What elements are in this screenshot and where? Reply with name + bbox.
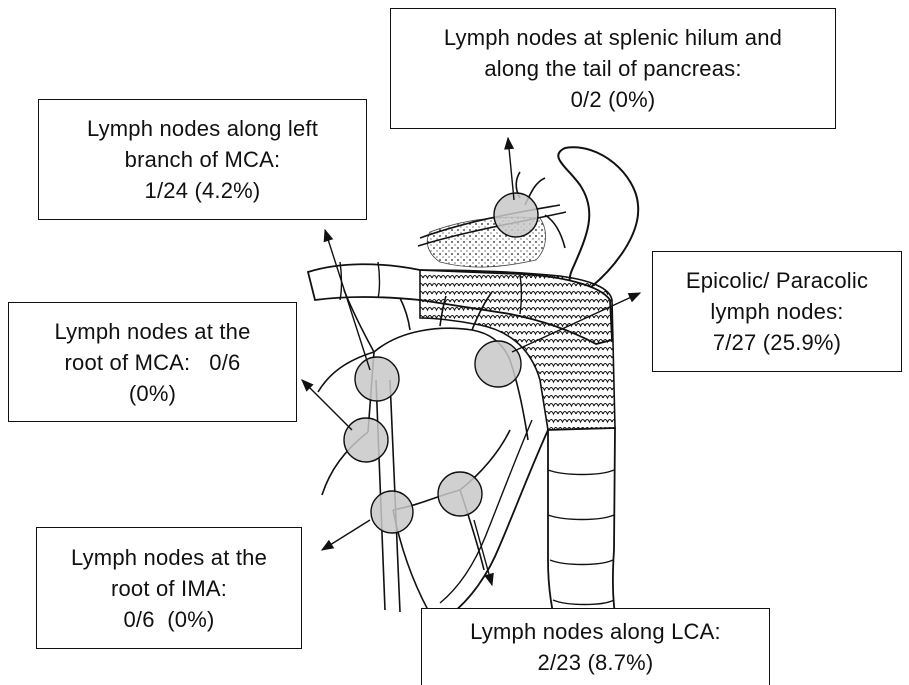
label-value: 0/6 (0%) [123,604,214,635]
label-splenic-hilum: Lymph nodes at splenic hilum and along t… [390,8,836,129]
label-root-ima: Lymph nodes at the root of IMA: 0/6 (0%) [36,527,302,649]
label-value: (0%) [129,378,176,409]
label-line: root of MCA: 0/6 [64,347,240,378]
label-line: Lymph nodes at splenic hilum and [444,22,782,53]
arrow-splenic [508,138,514,200]
arrow-lca [474,520,492,585]
label-line: branch of MCA: [125,144,281,175]
arrow-left-branch [325,230,370,370]
node-root-mca [344,418,388,462]
label-value: 1/24 (4.2%) [145,175,261,206]
sigmoid-colon [450,430,548,615]
arrow-root-mca [302,380,352,430]
arrow-root-ima [322,520,370,550]
node-root-ima [371,491,413,533]
label-lca: Lymph nodes along LCA: 2/23 (8.7%) [421,608,770,685]
label-value: 0/2 (0%) [571,84,656,115]
label-line: Lymph nodes along left [87,113,318,144]
label-left-branch-mca: Lymph nodes along left branch of MCA: 1/… [38,99,367,220]
node-splenic-hilum [494,193,538,237]
label-value: 7/27 (25.9%) [713,327,841,358]
label-epicolic-paracolic: Epicolic/ Paracolic lymph nodes: 7/27 (2… [652,251,902,372]
label-line: root of IMA: [111,573,227,604]
label-value: 2/23 (8.7%) [538,647,654,678]
label-line: along the tail of pancreas: [484,53,741,84]
node-left-branch-mca [355,357,399,401]
label-line: Lymph nodes at the [71,542,267,573]
label-line: Lymph nodes at the [54,316,250,347]
label-root-mca: Lymph nodes at the root of MCA: 0/6 (0%) [8,302,297,422]
label-line: Epicolic/ Paracolic [686,265,868,296]
label-line: lymph nodes: [710,296,843,327]
label-line: Lymph nodes along LCA: [470,616,721,647]
spleen-shape [558,147,638,291]
node-epicolic [475,341,521,387]
node-lca [438,472,482,516]
